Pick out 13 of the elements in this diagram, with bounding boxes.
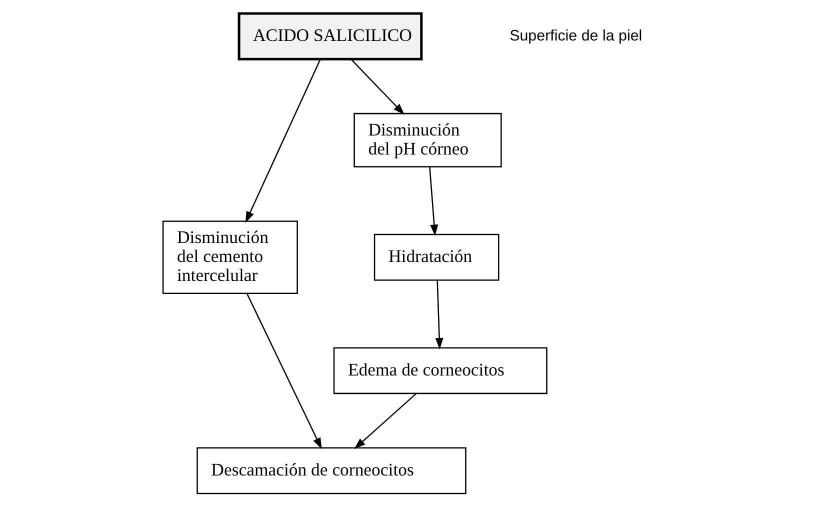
arrow [245,59,321,223]
arrow [246,294,322,450]
arrow [429,166,438,236]
node-box: Hidratación [374,234,500,281]
node-box: Disminución del pH córneo [354,112,502,168]
node-box: Descamación de corneocitos [196,447,466,494]
label: Superficie de la piel [510,27,642,44]
node-box: Edema de corneocitos [333,347,548,394]
arrow [350,59,404,115]
node-box: ACIDO SALICILICO [238,12,423,60]
arrow [435,280,444,350]
arrow [354,393,417,450]
node-box: Disminución del cemento intercelular [162,220,298,294]
